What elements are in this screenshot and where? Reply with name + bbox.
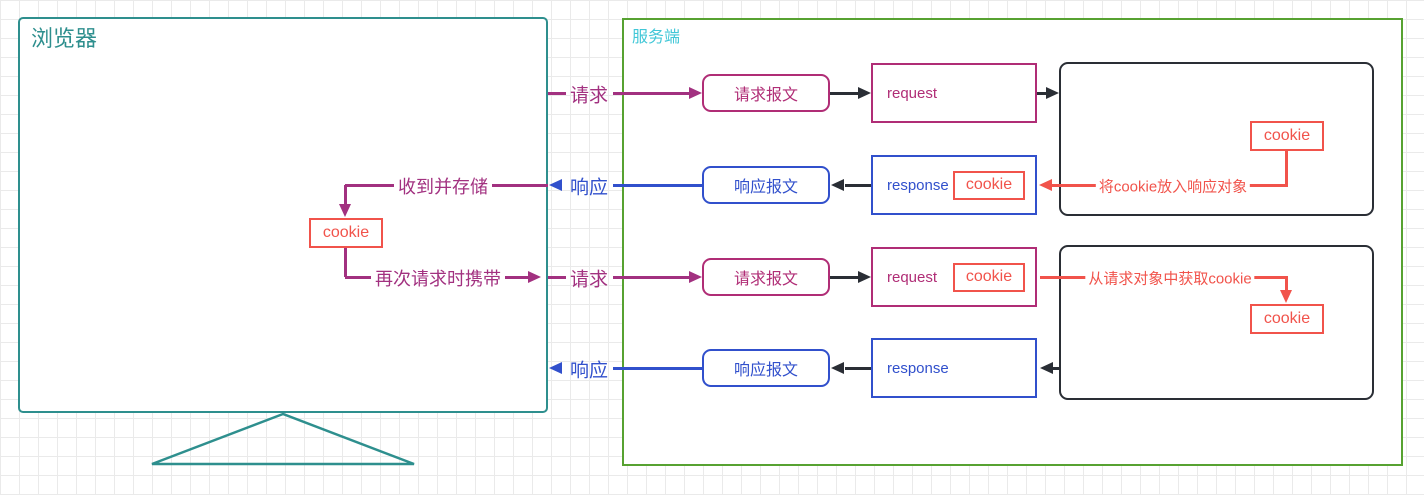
arrow-right-icon bbox=[858, 87, 871, 99]
connector-line bbox=[830, 92, 858, 95]
connector-line bbox=[344, 248, 347, 277]
server-title: 服务端 bbox=[632, 29, 681, 46]
arrow-down-icon bbox=[1280, 290, 1292, 303]
response-object-box: response bbox=[871, 338, 1037, 398]
connector-line bbox=[845, 367, 871, 370]
arrow-right-icon bbox=[689, 271, 702, 283]
connector-line bbox=[613, 367, 702, 370]
arrow-left-icon bbox=[1040, 362, 1053, 374]
response-label: 响应 bbox=[569, 360, 609, 382]
connector-line bbox=[548, 276, 566, 279]
arrow-left-icon bbox=[1039, 179, 1052, 191]
annotation-get-cookie: 从请求对象中获取cookie bbox=[1085, 267, 1255, 289]
arrow-left-icon bbox=[549, 179, 562, 191]
browser-cookie-box: cookie bbox=[309, 218, 383, 248]
connector-line bbox=[548, 92, 566, 95]
connector-line bbox=[1285, 277, 1288, 291]
arrow-right-icon bbox=[858, 271, 871, 283]
request-label: 请求 bbox=[569, 85, 609, 107]
connector-line bbox=[613, 184, 702, 187]
browser-title: 浏览器 bbox=[31, 26, 98, 51]
connector-line bbox=[1052, 367, 1059, 370]
connector-line bbox=[344, 185, 347, 206]
request-message-box: 请求报文 bbox=[702, 258, 830, 296]
connector-line bbox=[613, 276, 690, 279]
request-object-box: request bbox=[871, 63, 1037, 123]
request-label: 请求 bbox=[569, 269, 609, 291]
response-message-box: 响应报文 bbox=[702, 349, 830, 387]
connector-line bbox=[1285, 151, 1288, 185]
connector-line bbox=[845, 184, 871, 187]
connector-line bbox=[830, 276, 858, 279]
resend-label: 再次请求时携带 bbox=[371, 265, 505, 291]
response-object-box: response cookie bbox=[871, 155, 1037, 215]
response-object-label: response bbox=[887, 359, 949, 377]
request-object-label: request bbox=[887, 84, 938, 102]
arrow-left-icon bbox=[831, 362, 844, 374]
arrow-right-icon bbox=[1046, 87, 1059, 99]
cookie-box: cookie bbox=[1250, 121, 1324, 151]
arrow-right-icon bbox=[528, 271, 541, 283]
request-object-label: request bbox=[887, 268, 938, 286]
request-object-box: request cookie bbox=[871, 247, 1037, 307]
response-label: 响应 bbox=[569, 177, 609, 199]
connector-line bbox=[1037, 92, 1047, 95]
arrow-left-icon bbox=[831, 179, 844, 191]
request-message-box: 请求报文 bbox=[702, 74, 830, 112]
store-label: 收到并存储 bbox=[394, 173, 492, 199]
response-object-label: response bbox=[887, 176, 949, 194]
arrow-down-icon bbox=[339, 204, 351, 217]
browser-box bbox=[18, 17, 548, 413]
annotation-put-cookie: 将cookie放入响应对象 bbox=[1095, 175, 1251, 197]
cookie-chip: cookie bbox=[953, 170, 1025, 200]
cookie-box: cookie bbox=[1250, 304, 1324, 334]
arrow-left-icon bbox=[549, 362, 562, 374]
monitor-stand-icon bbox=[151, 412, 415, 466]
arrow-right-icon bbox=[689, 87, 702, 99]
response-message-box: 响应报文 bbox=[702, 166, 830, 204]
connector-line bbox=[613, 92, 690, 95]
cookie-chip: cookie bbox=[953, 262, 1025, 292]
